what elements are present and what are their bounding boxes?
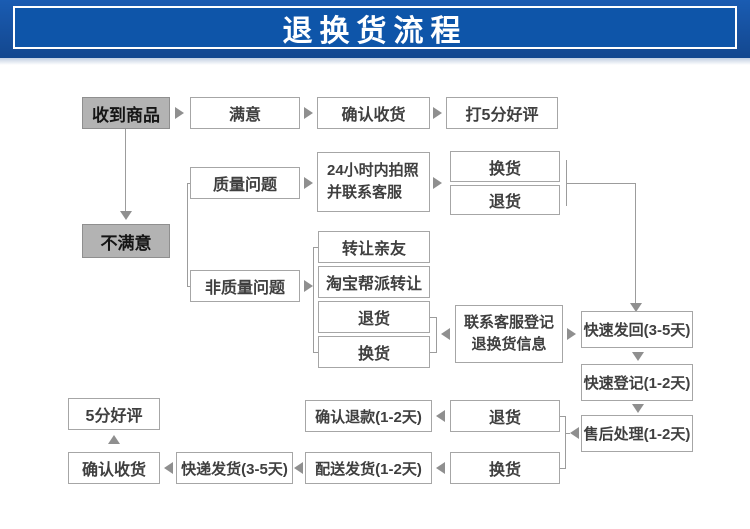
node-contact-service: 联系客服登记 退换货信息 [455, 305, 563, 363]
arrow-left-icon [436, 410, 445, 422]
node-label: 售后处理(1-2天) [583, 426, 691, 443]
node-dispatch-delivery: 配送发货(1-2天) [305, 452, 432, 484]
node-transfer-to-friends: 转让亲友 [318, 231, 430, 263]
node-received-goods: 收到商品 [82, 97, 170, 129]
node-label-line1: 联系客服登记 [463, 313, 554, 331]
connector-line [430, 317, 436, 318]
node-label-line1: 24小时内拍照 [327, 161, 419, 179]
node-label: 退货 [357, 311, 390, 328]
node-five-star-review: 5分好评 [68, 398, 160, 430]
node-confirm-receipt-bottom: 确认收货 [68, 452, 160, 484]
node-label: 退货 [488, 194, 521, 211]
node-label: 确认收货 [341, 107, 406, 124]
arrow-right-icon [433, 107, 442, 119]
node-exchange-quality: 换货 [450, 151, 560, 182]
node-label: 5分好评 [85, 408, 143, 425]
node-label-line2: 并联系客服 [327, 184, 403, 201]
node-label: 快递发货(3-5天) [181, 460, 288, 478]
connector-line [125, 129, 126, 211]
connector-line [565, 433, 570, 434]
arrow-right-icon [175, 107, 184, 119]
arrow-down-icon [630, 303, 642, 312]
node-label: 非质量问题 [204, 280, 285, 297]
node-after-sales: 售后处理(1-2天) [581, 415, 693, 452]
node-label: 退货 [488, 410, 521, 427]
connector-line [635, 183, 636, 303]
header-banner: 退换货流程 [0, 0, 750, 58]
arrow-right-icon [304, 177, 313, 189]
connector-line [313, 247, 318, 248]
node-confirm-refund: 确认退款(1-2天) [305, 400, 432, 432]
connector-line [560, 416, 565, 417]
connector-line [187, 286, 191, 287]
node-label: 打5分好评 [465, 107, 539, 124]
node-exchange-non-quality: 换货 [318, 336, 430, 368]
node-label-line2: 退换货信息 [471, 336, 547, 353]
connector-line [560, 468, 565, 469]
node-rate-five-stars: 打5分好评 [446, 97, 558, 129]
node-return-quality: 退货 [450, 185, 560, 215]
arrow-right-icon [433, 177, 442, 189]
connector-line [187, 183, 188, 287]
node-label: 确认退款(1-2天) [315, 408, 422, 426]
banner-shadow [0, 58, 750, 65]
node-label: 淘宝帮派转让 [325, 276, 422, 293]
node-label: 快速登记(1-2天) [583, 375, 691, 392]
node-photo-within-24h: 24小时内拍照 并联系客服 [317, 152, 430, 212]
connector-line [187, 183, 191, 184]
arrow-left-icon [570, 427, 579, 439]
arrow-left-icon [294, 462, 303, 474]
node-label: 满意 [228, 107, 261, 124]
node-return-non-quality: 退货 [318, 301, 430, 333]
node-fast-send-back: 快速发回(3-5天) [581, 311, 693, 348]
arrow-left-icon [441, 328, 450, 340]
connector-line [430, 352, 436, 353]
node-confirm-receipt-top: 确认收货 [317, 97, 430, 129]
arrow-down-icon [120, 211, 132, 220]
arrow-left-icon [436, 462, 445, 474]
node-label: 换货 [488, 462, 521, 479]
page-title: 退换货流程 [282, 14, 468, 48]
node-label: 收到商品 [92, 105, 160, 125]
connector-line [313, 352, 318, 353]
arrow-left-icon [164, 462, 173, 474]
connector-line [565, 416, 566, 469]
arrow-right-icon [567, 328, 576, 340]
node-non-quality-issue: 非质量问题 [190, 270, 300, 302]
node-taobao-group-transfer: 淘宝帮派转让 [318, 266, 430, 298]
node-fast-register: 快速登记(1-2天) [581, 364, 693, 401]
banner-frame: 退换货流程 [13, 6, 737, 49]
node-label: 配送发货(1-2天) [315, 460, 422, 478]
arrow-down-icon [632, 404, 644, 413]
arrow-down-icon [632, 352, 644, 361]
connector-line [436, 317, 437, 353]
connector-line [566, 183, 635, 184]
node-label: 快速发回(3-5天) [583, 322, 691, 339]
arrow-up-icon [108, 435, 120, 444]
node-label: 确认收货 [81, 462, 146, 479]
node-label: 换货 [488, 160, 521, 178]
node-label: 转让亲友 [341, 241, 406, 258]
connector-line [313, 247, 314, 353]
node-quality-issue: 质量问题 [190, 167, 300, 199]
node-label: 质量问题 [212, 177, 277, 194]
node-label: 不满意 [100, 233, 152, 253]
node-express-delivery: 快递发货(3-5天) [176, 452, 293, 484]
node-label: 换货 [357, 346, 390, 363]
node-return-bottom: 退货 [450, 400, 560, 432]
node-unsatisfied: 不满意 [82, 224, 170, 258]
arrow-right-icon [304, 107, 313, 119]
node-satisfied: 满意 [190, 97, 300, 129]
node-exchange-bottom: 换货 [450, 452, 560, 484]
arrow-right-icon [304, 280, 313, 292]
